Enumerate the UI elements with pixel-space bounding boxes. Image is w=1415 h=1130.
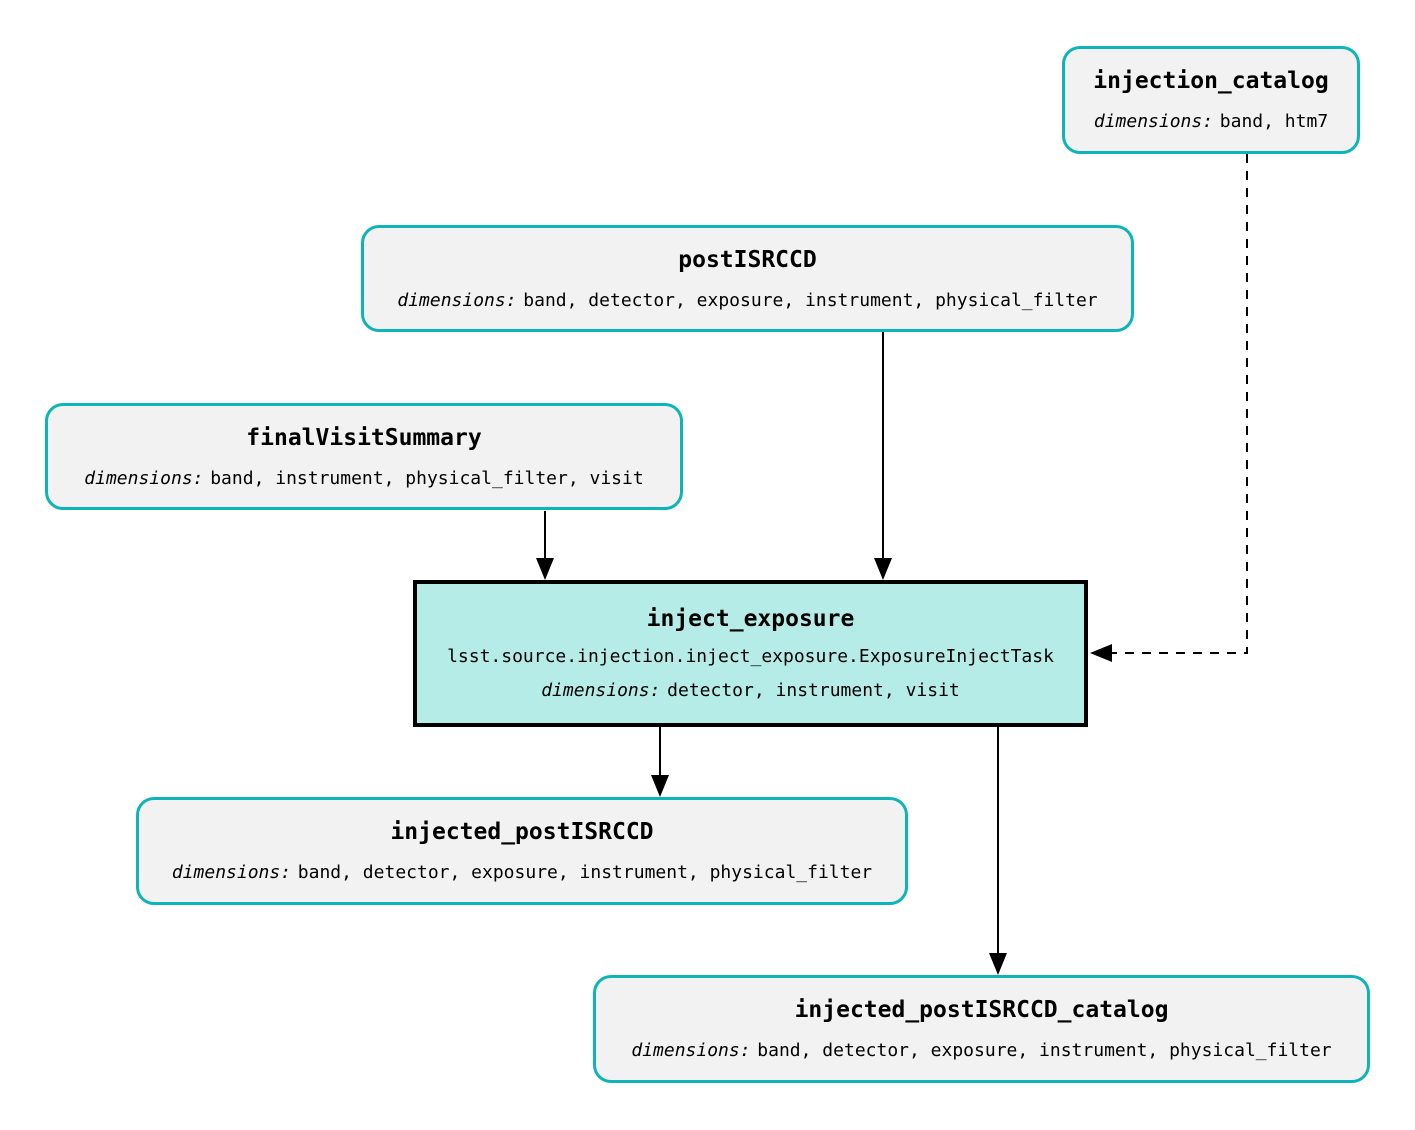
- dimensions-value: detector, instrument, visit: [667, 680, 960, 701]
- dimensions-label: dimensions:: [84, 467, 204, 489]
- dimensions-label: dimensions:: [171, 862, 292, 883]
- dimensions-label: dimensions:: [1093, 111, 1214, 132]
- node-injection-catalog: injection_catalog dimensions:band, htm7: [1062, 46, 1360, 154]
- edge-postisrccd-to-inject-exposure: [874, 332, 892, 580]
- node-finalvisitsummary: finalVisitSummary dimensions: band, instr…: [45, 403, 683, 510]
- node-dimensions: dimensions:band, htm7: [1094, 111, 1328, 132]
- dimensions-label: dimensions:: [541, 680, 661, 701]
- node-dimensions: dimensions: detector, instrument, visit: [541, 680, 960, 701]
- edge-inject-exposure-to-injected-postisrccd-catalog: [989, 727, 1007, 975]
- node-injected-postisrccd: injected_postISRCCD dimensions:band, det…: [136, 797, 908, 905]
- node-title: postISRCCD: [678, 246, 817, 273]
- edge-finalvisitsummary-to-inject-exposure: [536, 511, 554, 580]
- dimensions-value: band, detector, exposure, instrument, ph…: [523, 289, 1098, 311]
- task-class-path: lsst.source.injection.inject_exposure.Ex…: [447, 646, 1054, 667]
- node-postisrccd: postISRCCD dimensions: band, detector, ex…: [361, 225, 1134, 332]
- dimensions-value: band, htm7: [1219, 111, 1329, 132]
- node-title: injection_catalog: [1093, 68, 1329, 94]
- dimensions-value: band, detector, exposure, instrument, ph…: [757, 1040, 1332, 1061]
- node-title: injected_postISRCCD: [390, 819, 654, 845]
- dimensions-value: band, detector, exposure, instrument, ph…: [297, 862, 873, 883]
- dimensions-label: dimensions:: [631, 1040, 751, 1061]
- dimensions-value: band, instrument, physical_filter, visit: [210, 467, 644, 489]
- dimensions-label: dimensions:: [397, 289, 517, 311]
- node-dimensions: dimensions: band, instrument, physical_fi…: [84, 468, 643, 489]
- node-dimensions: dimensions: band, detector, exposure, ins…: [397, 290, 1097, 311]
- node-title: injected_postISRCCD_catalog: [794, 997, 1169, 1023]
- node-injected-postisrccd-catalog: injected_postISRCCD_catalog dimensions: b…: [593, 975, 1370, 1083]
- edge-inject-exposure-to-injected-postisrccd: [651, 727, 669, 797]
- node-title: finalVisitSummary: [246, 424, 482, 451]
- node-inject-exposure-task: inject_exposure lsst.source.injection.in…: [413, 580, 1088, 727]
- node-title: inject_exposure: [646, 606, 855, 632]
- node-dimensions: dimensions: band, detector, exposure, ins…: [631, 1040, 1331, 1061]
- node-dimensions: dimensions:band, detector, exposure, ins…: [172, 862, 872, 883]
